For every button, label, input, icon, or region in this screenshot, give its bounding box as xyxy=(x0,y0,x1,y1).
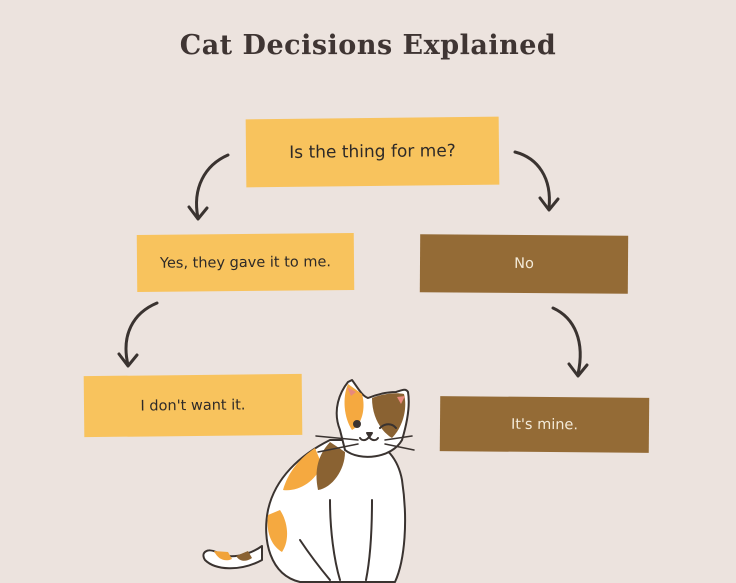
arrow-question-to-yes xyxy=(187,153,230,221)
arrow-no-to-mine xyxy=(551,306,589,378)
arrow-question-to-no xyxy=(513,150,560,212)
diagram-title: Cat Decisions Explained xyxy=(179,30,557,61)
arrow-yes-to-dontwant xyxy=(117,301,159,368)
cat-tail xyxy=(202,545,263,570)
